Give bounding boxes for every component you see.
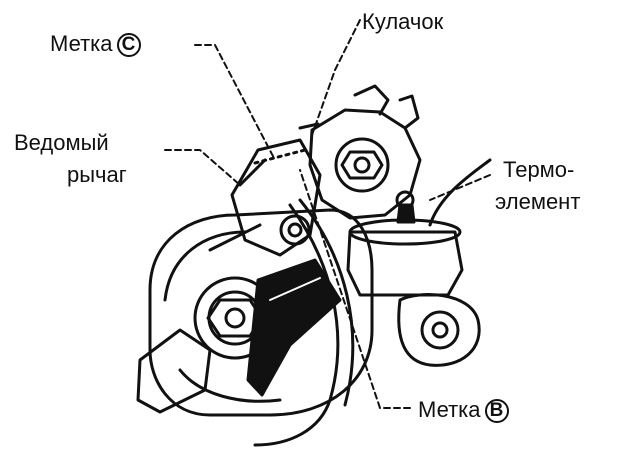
label-thermo-line2: элемент — [495, 189, 581, 214]
lever-plate — [230, 138, 322, 257]
leader-mark-c — [194, 44, 276, 161]
lower-right-boss — [397, 293, 481, 367]
label-cam: Кулачок — [362, 9, 444, 34]
mounting-tab — [136, 328, 212, 414]
mark-c-line — [253, 148, 307, 165]
label-thermo-line1: Термо- — [503, 157, 575, 182]
mark-c-badge: C — [116, 33, 141, 58]
housing-body — [148, 208, 374, 417]
leader-lines — [164, 19, 491, 409]
driven-lever — [246, 258, 342, 397]
thermo-element — [346, 158, 492, 297]
curved-link — [253, 203, 340, 447]
label-driven-lever-line2: рычаг — [67, 162, 127, 187]
label-driven-lever-line1: Ведомый — [14, 130, 109, 155]
leader-cam — [311, 19, 361, 136]
leader-thermo — [429, 174, 491, 201]
cam — [298, 84, 422, 220]
leader-driven-lever — [164, 149, 241, 186]
mark-b-badge: B — [484, 399, 509, 424]
leader-mark-b — [299, 169, 411, 409]
